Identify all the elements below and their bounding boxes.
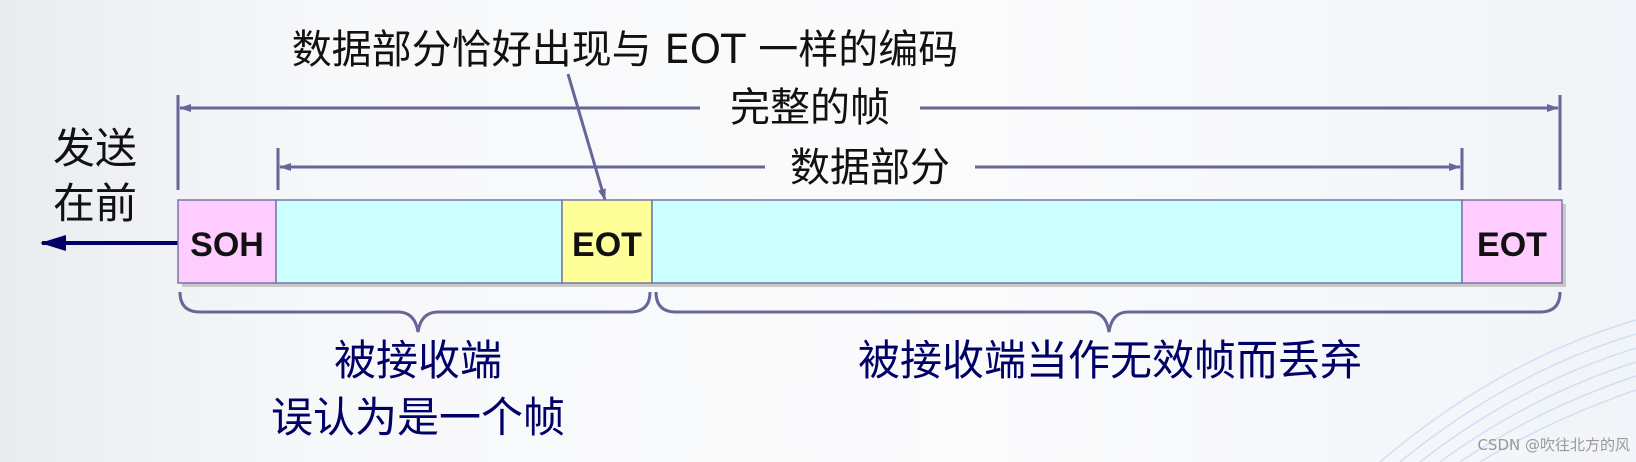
eot-in-data-label: EOT [572, 226, 642, 264]
watermark: CSDN @吹往北方的风 [1477, 436, 1630, 454]
frame-boxes [177, 199, 1566, 287]
soh-label: SOH [190, 226, 264, 264]
data-field-2 [651, 199, 1463, 284]
annotation-top: 数据部分恰好出现与 EOT 一样的编码 [292, 27, 959, 73]
eot-end-label: EOT [1477, 226, 1547, 264]
eot-in-data-field [561, 199, 653, 284]
full-frame-label: 完整的帧 [730, 85, 890, 131]
send-direction-arrowhead [40, 235, 66, 251]
brace-right-label: 被接收端当作无效帧而丢弃 [858, 336, 1362, 385]
annotation-pointer-arrow [566, 73, 607, 201]
brace-left-label-line2: 误认为是一个帧 [271, 393, 565, 442]
send-first-label-line1: 发送 [53, 124, 137, 173]
brace-right [654, 291, 1562, 333]
data-part-label: 数据部分 [790, 145, 950, 191]
send-first-label-line2: 在前 [53, 179, 137, 228]
eot-end-field [1461, 199, 1563, 284]
background-waves [1379, 319, 1636, 462]
data-field-1 [275, 199, 563, 284]
brace-left-label-line1: 被接收端 [334, 336, 502, 385]
brace-left [178, 291, 652, 333]
